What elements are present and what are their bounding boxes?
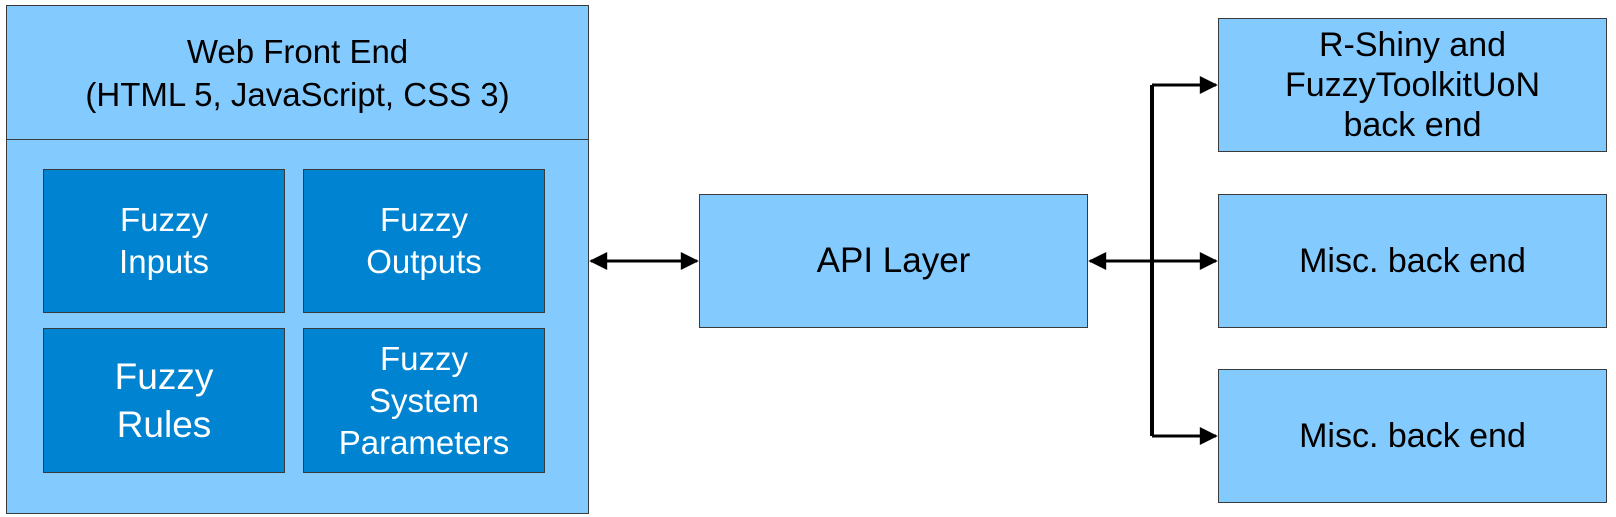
fuzzy-rules-box: Fuzzy Rules bbox=[43, 328, 285, 473]
api-layer-box: API Layer bbox=[699, 194, 1088, 328]
misc-back-end-box-2: Misc. back end bbox=[1218, 369, 1607, 503]
misc-back-end-box-1: Misc. back end bbox=[1218, 194, 1607, 328]
web-front-end-title: Web Front End (HTML 5, JavaScript, CSS 3… bbox=[7, 6, 588, 140]
r-shiny-back-end-box: R-Shiny and FuzzyToolkitUoN back end bbox=[1218, 18, 1607, 152]
fuzzy-system-parameters-box: Fuzzy System Parameters bbox=[303, 328, 545, 473]
fuzzy-outputs-box: Fuzzy Outputs bbox=[303, 169, 545, 313]
fuzzy-inputs-box: Fuzzy Inputs bbox=[43, 169, 285, 313]
